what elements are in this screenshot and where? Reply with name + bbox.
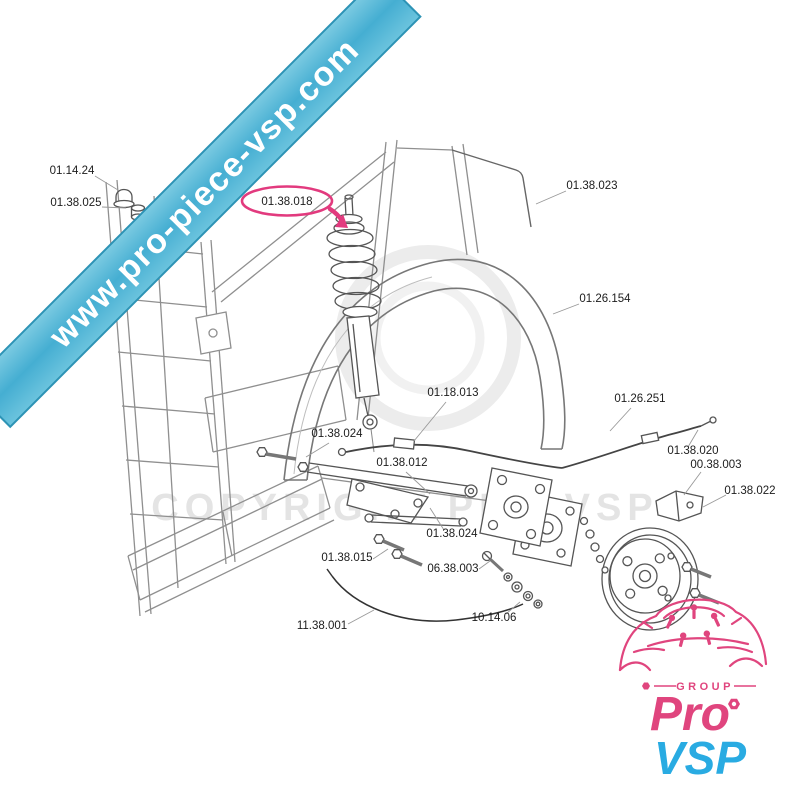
highlight-ellipse xyxy=(240,185,334,217)
hex-nut-icon xyxy=(728,698,740,710)
part-label: 06.38.003 xyxy=(427,563,478,575)
provsp-logo: GROUP Pro VSP xyxy=(618,598,768,784)
mounting-plates xyxy=(479,467,583,567)
part-labels: 01.14.24 01.38.025 01.38.018 01.38.023 0… xyxy=(50,165,776,632)
part-label: 01.26.251 xyxy=(614,393,665,405)
cables-and-rods xyxy=(326,149,717,622)
highlighted-part-label: 01.38.018 xyxy=(261,196,312,208)
leader-lines xyxy=(94,175,727,625)
logo-brand-vsp: VSP xyxy=(654,732,746,784)
part-label: 00.38.003 xyxy=(690,459,741,471)
car-logo-art xyxy=(618,598,768,672)
part-highlight xyxy=(240,185,348,228)
part-label: 01.26.154 xyxy=(579,293,631,305)
brake-drum xyxy=(601,527,699,631)
highlight-arrowhead-icon xyxy=(335,214,348,228)
suspension-arm xyxy=(297,462,478,527)
part-label: 01.38.022 xyxy=(724,485,775,497)
part-label: 01.38.023 xyxy=(566,180,617,192)
wheel-arch xyxy=(283,258,566,481)
part-label: 01.38.020 xyxy=(667,445,718,457)
part-label: 01.38.025 xyxy=(50,197,101,209)
part-label: 01.38.024 xyxy=(311,428,363,440)
hex-nut-icon xyxy=(642,682,650,690)
shock-absorber-drawing xyxy=(326,194,382,453)
part-label: 01.18.013 xyxy=(427,387,478,399)
part-label: 11.38.001 xyxy=(297,620,347,632)
part-label: 01.38.024 xyxy=(426,528,478,540)
bolt-icons xyxy=(665,604,721,647)
logo-brand-pro: Pro xyxy=(650,688,730,741)
part-label: 10.14.06 xyxy=(472,612,517,624)
part-label: 01.14.24 xyxy=(50,165,95,177)
part-label: 01.38.012 xyxy=(376,457,427,469)
part-label: 01.38.015 xyxy=(321,552,372,564)
logo-group-label: GROUP xyxy=(676,681,734,693)
